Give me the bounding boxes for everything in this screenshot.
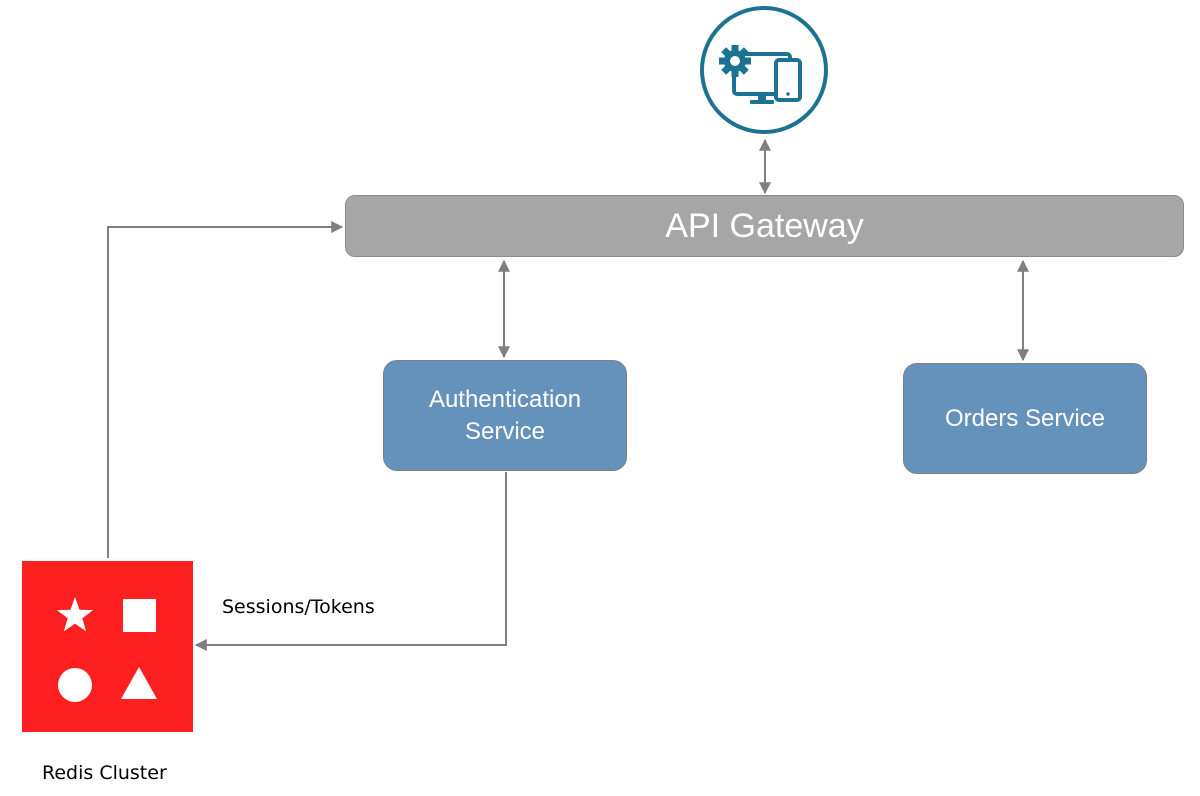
authentication-service-label-line1: Authentication	[428, 386, 582, 414]
api-gateway-label: API Gateway	[665, 206, 864, 245]
redis-gateway-arrow	[107, 221, 344, 558]
orders-service-label: Orders Service	[944, 404, 1106, 432]
authentication-service-node: Authentication Service	[383, 360, 627, 471]
auth-redis-arrow	[194, 472, 507, 651]
orders-service-node: Orders Service	[903, 363, 1147, 474]
sessions-tokens-label: Sessions/Tokens	[222, 596, 375, 618]
redis-cluster-label: Redis Cluster	[42, 762, 167, 784]
redis-logo-icon	[22, 561, 193, 732]
triangle-icon	[121, 667, 157, 699]
client-devices-icon	[698, 4, 830, 136]
api-gateway-node: API Gateway	[345, 195, 1184, 257]
circle-icon	[58, 668, 92, 702]
square-icon	[123, 599, 156, 632]
authentication-service-label-line2: Service	[464, 417, 545, 445]
star-icon	[56, 597, 94, 632]
